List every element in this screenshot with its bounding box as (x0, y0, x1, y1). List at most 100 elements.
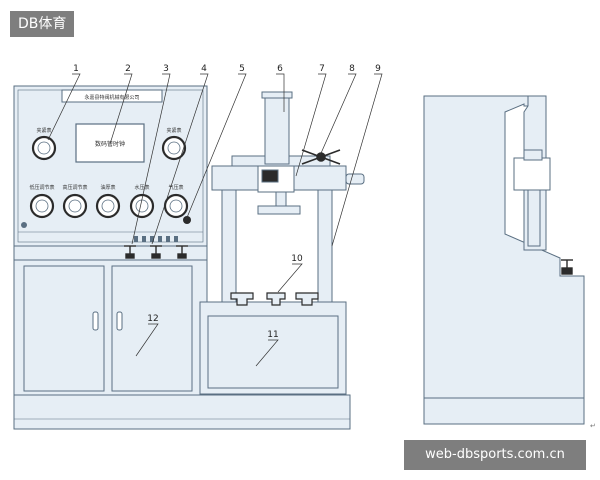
press-column-left (221, 181, 237, 303)
gauge-water-pressure: 水压表 (129, 184, 155, 219)
side-view-crosshead (513, 157, 551, 191)
gauge-ring-icon (68, 199, 82, 213)
press-column-right (317, 181, 333, 303)
leader-8 (317, 73, 357, 161)
press-unit (199, 91, 365, 395)
side-view-cap (523, 149, 543, 161)
leader-11 (255, 339, 279, 367)
gauge-label: 气压表 (168, 184, 183, 191)
watermark-bottom: web-dbsports.com.cn (404, 440, 586, 470)
callout-label: 10 (291, 254, 303, 264)
callout-label: 3 (163, 64, 169, 74)
gauge-label: 高压调节表 (62, 184, 87, 191)
cabinet-door-right (111, 265, 193, 392)
side-view-body (423, 95, 585, 399)
nameplate-box (61, 89, 163, 103)
leader-6 (276, 73, 285, 112)
gauge-label: 油厚表 (100, 184, 115, 191)
leader-12 (135, 323, 159, 357)
callout-numbers: 1 2 3 4 5 6 7 8 9 10 11 12 (73, 64, 381, 340)
leader-10 (277, 263, 303, 293)
knob-icon (183, 216, 191, 224)
gauge-dial-icon (161, 135, 187, 161)
gauge-ring-icon (35, 199, 49, 213)
leader-5 (185, 73, 247, 221)
gauge-ring-icon (37, 141, 51, 155)
gauge-dial-icon (62, 193, 88, 219)
clamp-fixture-icon (230, 292, 254, 306)
leader-4 (151, 73, 209, 245)
callout-label: 9 (375, 64, 381, 74)
gauge-ring-icon (169, 199, 183, 213)
gauge-ring-icon (167, 141, 181, 155)
callout-label: 4 (201, 64, 207, 74)
text-nameplate: 永嘉县特阀机械有限公司 (84, 94, 139, 101)
clamp-fixture-icon (295, 292, 319, 306)
small-valve-icon (150, 236, 154, 242)
valve-handles (124, 245, 188, 259)
nameplate-text: 永嘉县特阀机械有限公司 (84, 94, 139, 101)
door-handle-left (92, 311, 99, 331)
small-valve-icon (174, 236, 178, 242)
small-valve-icon (158, 236, 162, 242)
gauge-top-right: 夹紧表 (161, 127, 187, 161)
leader-9 (331, 73, 383, 247)
small-valve-icon (166, 236, 170, 242)
press-readout-icon (261, 169, 279, 183)
clamp-fixture-icon (266, 292, 286, 306)
callout-label: 7 (319, 64, 325, 74)
gauge-low-pressure: 低压调节表 (29, 184, 55, 219)
callout-label: 12 (147, 314, 158, 324)
gauge-label: 夹紧表 (166, 127, 181, 134)
gauge-dial-icon (129, 193, 155, 219)
watermark-top: DB体育 (10, 11, 75, 37)
leader-2 (109, 73, 133, 145)
gauge-label: 水压表 (134, 184, 149, 191)
press-ram (275, 191, 287, 207)
side-view-rod (527, 189, 541, 247)
side-view (423, 95, 585, 425)
return-mark-icon: ↵ (590, 422, 596, 430)
callout-leaders (47, 73, 383, 367)
small-valve-icon (134, 236, 138, 242)
gauge-dial-icon (95, 193, 121, 219)
gauge-dial-icon (163, 193, 189, 219)
clamp-fixtures (230, 292, 319, 306)
cabinet-door-left (23, 265, 105, 392)
door-handle-right (116, 311, 123, 331)
callout-label: 5 (239, 64, 245, 74)
gauge-oil-thickness: 油厚表 (95, 184, 121, 219)
gauge-high-pressure: 高压调节表 (62, 184, 88, 219)
press-platen (257, 205, 301, 215)
control-cabinet (13, 85, 208, 396)
callout-label: 11 (267, 330, 278, 340)
cylinder-cap (261, 91, 293, 99)
valve-knob-row (134, 236, 178, 242)
leader-1 (47, 73, 81, 141)
small-valve-icon (142, 236, 146, 242)
leader-7 (295, 73, 327, 177)
press-base-panel (207, 315, 339, 389)
valve-handle-icon (150, 245, 162, 259)
callout-label: 1 (73, 64, 79, 74)
side-view-base (423, 397, 585, 425)
valve-handle-icon (176, 245, 188, 259)
gauge-ring-icon (101, 199, 115, 213)
callout-label: 8 (349, 64, 355, 74)
gauge-row: 低压调节表 高压调节表 油厚表 水压表 气压表 (29, 184, 189, 219)
hydraulic-cylinder (264, 91, 290, 165)
gauge-top-left: 夹紧表 (31, 127, 57, 161)
gauge-dial-icon (31, 135, 57, 161)
cabinet-upper-panel (13, 85, 208, 247)
leader-3 (131, 73, 171, 245)
gauge-air-pressure: 气压表 (163, 184, 189, 219)
gauge-label: 夹紧表 (36, 127, 51, 134)
side-view-valve (561, 259, 573, 275)
gauge-dial-icon (29, 193, 55, 219)
press-side-handle (345, 173, 365, 185)
valve-handle-icon (124, 245, 136, 259)
callout-label: 2 (125, 64, 131, 74)
gauge-label: 低压调节表 (29, 184, 54, 191)
